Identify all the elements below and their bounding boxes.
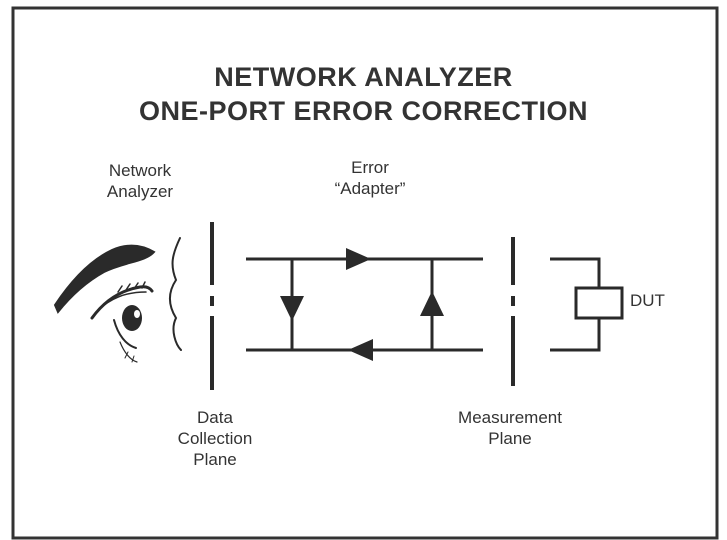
error-adapter-label-line: “Adapter” — [334, 179, 406, 198]
title-line-1: NETWORK ANALYZER — [214, 62, 513, 92]
down-arrow — [280, 296, 304, 321]
title-line-2: ONE-PORT ERROR CORRECTION — [138, 96, 588, 126]
measurement-plane-label-line: Measurement — [458, 408, 562, 427]
signal-flow-graph — [246, 248, 483, 361]
error-adapter-label: Error “Adapter” — [305, 157, 435, 199]
up-arrow — [420, 291, 444, 316]
eye-icon — [53, 237, 182, 363]
data-collection-plane-label-line: Collection — [177, 429, 253, 448]
network-analyzer-label: Network Analyzer — [80, 160, 200, 202]
reverse-arrow — [348, 339, 373, 361]
measurement-plane-label-line: Plane — [488, 429, 532, 448]
measurement-plane-label: Measurement Plane — [430, 407, 590, 449]
forward-arrow — [346, 248, 371, 270]
data-collection-plane-label: Data Collection Plane — [165, 407, 265, 470]
data-collection-plane-label-line: Data — [197, 408, 233, 427]
dut-symbol — [550, 257, 624, 352]
error-adapter-label-line: Error — [351, 158, 389, 177]
data-collection-plane-label-line: Plane — [193, 450, 237, 469]
dut-label: DUT — [630, 291, 665, 310]
network-analyzer-label-line: Analyzer — [106, 182, 174, 201]
network-analyzer-label-line: Network — [108, 161, 172, 180]
